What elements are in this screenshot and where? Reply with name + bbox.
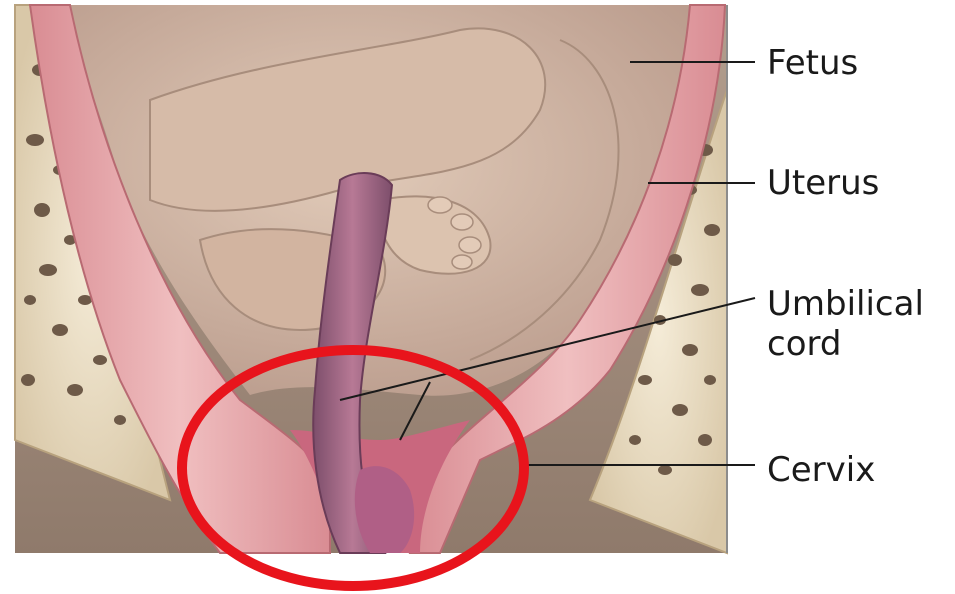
label-fetus-text: Fetus [767, 43, 858, 83]
label-umbilical-cord-line1: Umbilical [767, 284, 924, 324]
label-uterus-text: Uterus [767, 163, 879, 203]
label-cervix-text: Cervix [767, 450, 875, 490]
label-cervix: Cervix [767, 450, 875, 490]
label-fetus: Fetus [767, 43, 858, 83]
label-uterus: Uterus [767, 163, 879, 203]
label-umbilical-cord-line2: cord [767, 324, 924, 364]
label-umbilical-cord: Umbilical cord [767, 284, 924, 364]
